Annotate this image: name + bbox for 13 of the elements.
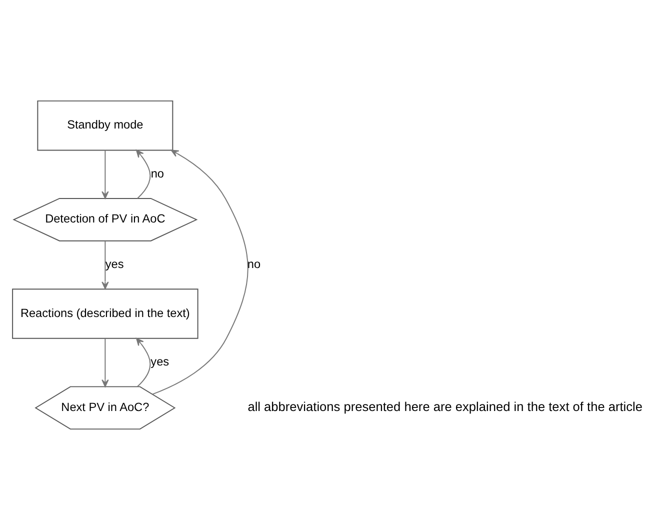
edge-label: no <box>247 256 261 271</box>
edge-label: yes <box>105 256 124 271</box>
arrow <box>102 240 109 289</box>
arrow <box>136 337 151 387</box>
node-box: Reactions (described in the text) <box>12 288 198 338</box>
arrow <box>136 149 151 198</box>
label: all abbreviations presented here are explained in the text of the article <box>248 398 643 414</box>
arrow <box>102 338 109 387</box>
arrow <box>102 149 109 198</box>
edge-label: yes <box>150 354 170 368</box>
edge-label: no <box>150 166 164 180</box>
node-box: Standby mode <box>37 100 174 150</box>
arrow <box>152 149 248 394</box>
